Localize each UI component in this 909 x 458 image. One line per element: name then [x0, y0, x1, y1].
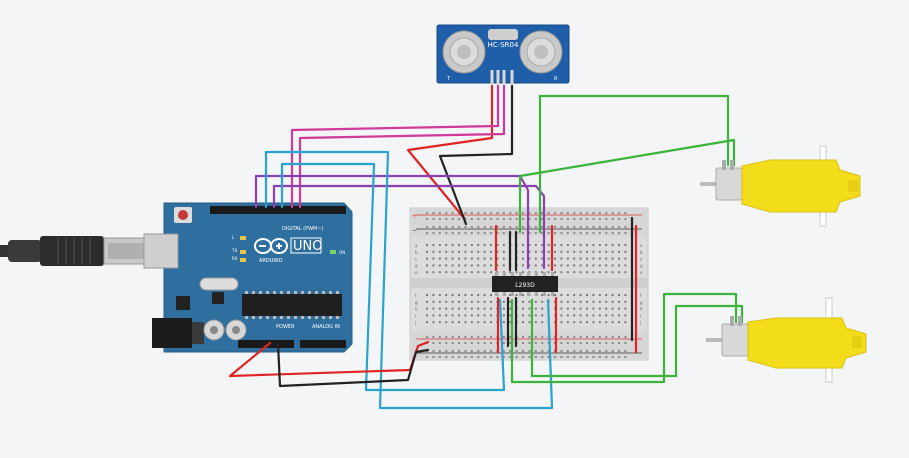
wire-green-motor-bot-2[interactable]	[510, 292, 738, 384]
l293d-chip[interactable]: L293D	[492, 272, 558, 296]
arduino-logo	[254, 238, 288, 254]
row-letter: i	[415, 313, 416, 318]
wire-echo-sensor[interactable]	[298, 84, 506, 209]
row-letter: g	[415, 300, 418, 305]
rail-minus-label: −	[412, 227, 417, 234]
row-letter: c	[415, 257, 417, 262]
analog-in-label: ANALOG IN	[312, 324, 340, 330]
arduino-brand-label: ARDUINO	[259, 258, 283, 264]
on-label: ON	[339, 250, 345, 255]
sensor-r-label: R	[554, 76, 558, 82]
hc-sr04-sensor[interactable]: HC-SR04 T R	[436, 24, 570, 86]
row-letter: a	[640, 243, 643, 248]
rx-label: RX	[232, 256, 238, 261]
row-letter: d	[415, 263, 418, 268]
row-letter: j	[414, 320, 416, 325]
wire-purple-2[interactable]	[272, 184, 546, 270]
sensor-t-label: T	[446, 76, 451, 82]
power-label: POWER	[276, 324, 295, 330]
row-letter: i	[640, 313, 641, 318]
sensor-model-label: HC-SR04	[488, 41, 519, 49]
row-letter: a	[415, 243, 418, 248]
power-header[interactable]	[238, 340, 294, 348]
arduino-model-label: UNO	[293, 239, 322, 254]
wire-green-motor-bot-1[interactable]	[530, 298, 744, 378]
dc-motor-top[interactable]	[700, 145, 861, 227]
chip-label: L293D	[515, 282, 535, 289]
dc-motor-bottom[interactable]	[706, 297, 867, 383]
wire-gnd[interactable]	[276, 341, 430, 388]
row-letter: f	[640, 293, 642, 298]
row-letter: e	[415, 270, 418, 275]
row-letter: d	[640, 263, 643, 268]
l-label: L	[232, 235, 235, 240]
row-letter: h	[640, 307, 643, 312]
row-letter: e	[640, 270, 643, 275]
wire-blue-2[interactable]	[280, 162, 506, 392]
arduino-uno-board[interactable]: UNO ARDUINO DIGITAL (PWM~) POWER ANALOG …	[143, 202, 353, 353]
reset-button[interactable]	[178, 210, 188, 220]
wire-gnd-sensor[interactable]	[438, 84, 514, 226]
atmega-chip	[242, 294, 342, 316]
usb-cable[interactable]	[0, 236, 165, 266]
digital-header[interactable]	[210, 206, 346, 214]
row-letter: j	[639, 320, 641, 325]
wire-green-motor-top-2[interactable]	[518, 138, 736, 234]
row-letter: b	[640, 250, 643, 255]
wire-green-motor-top-1[interactable]	[538, 94, 730, 234]
wire-vcc-sensor[interactable]	[406, 84, 494, 220]
row-letter: b	[415, 250, 418, 255]
rail-plus-label: +	[412, 213, 417, 220]
row-letter: c	[640, 257, 642, 262]
row-letter: h	[415, 307, 418, 312]
digital-label: DIGITAL (PWM~)	[282, 226, 324, 232]
analog-header[interactable]	[300, 340, 346, 348]
row-letter: f	[415, 293, 417, 298]
tx-label: TX	[231, 248, 237, 253]
wire-trig-sensor[interactable]	[290, 84, 500, 209]
wire-blue-1[interactable]	[264, 150, 554, 410]
row-letter: g	[640, 300, 643, 305]
